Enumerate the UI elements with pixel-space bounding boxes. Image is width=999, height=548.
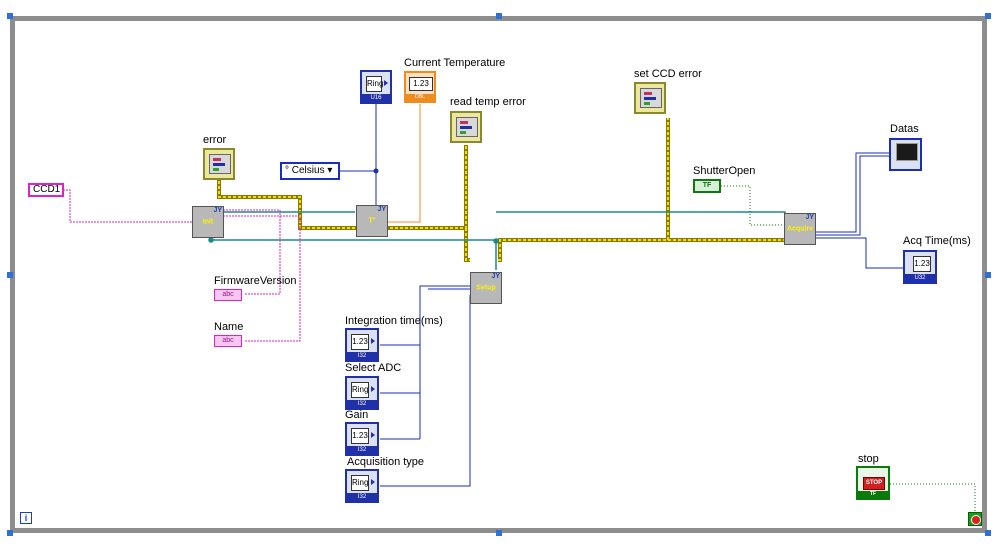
acquire-subvi[interactable]: JY Acquire <box>784 213 816 245</box>
resize-handle-top-right[interactable] <box>985 13 991 19</box>
jy-tag: JY <box>377 206 386 213</box>
select-adc-control[interactable]: Ring I32 <box>345 376 379 410</box>
jy-tag: JY <box>491 273 500 280</box>
firmware-version-label: FirmwareVersion <box>214 275 297 287</box>
error-label: error <box>203 134 227 146</box>
error-cluster-indicator[interactable] <box>203 148 235 180</box>
datas-label: Datas <box>890 123 919 135</box>
firmware-version-indicator[interactable]: abc <box>214 289 242 301</box>
numeric-wires <box>385 104 421 223</box>
gain-control[interactable]: 1.23 I32 <box>345 422 379 456</box>
ring-type-tag: U16 <box>362 94 390 102</box>
temperature-ring-control[interactable]: Ring U16 <box>360 70 392 104</box>
boolean-wires <box>721 185 976 512</box>
gain-type: I32 <box>347 446 377 454</box>
integration-time-control[interactable]: 1.23 I32 <box>345 328 379 362</box>
acquisition-type-type: I32 <box>347 493 377 501</box>
integration-time-face: 1.23 <box>351 334 369 350</box>
acquire-subvi-name: Acquire <box>786 225 814 233</box>
string-wires <box>63 189 301 342</box>
refnum-wires <box>208 211 786 270</box>
acq-time-face: 1.23 <box>913 256 931 272</box>
shutter-open-control[interactable]: TF <box>693 179 721 193</box>
resize-handle-mid-right[interactable] <box>985 272 991 278</box>
jy-tag: JY <box>213 207 222 214</box>
integration-time-arrow <box>371 338 375 344</box>
read-temp-error-indicator[interactable] <box>450 111 482 143</box>
datas-graph-indicator[interactable] <box>889 138 922 171</box>
error-cluster-wires <box>217 118 785 262</box>
resize-handle-bottom-left[interactable] <box>7 530 13 536</box>
init-subvi-name: Init <box>202 218 214 226</box>
set-ccd-error-label: set CCD error <box>634 68 702 80</box>
acq-time-label: Acq Time(ms) <box>903 235 971 247</box>
gain-arrow <box>371 432 375 438</box>
shutter-open-label: ShutterOpen <box>693 165 756 177</box>
current-temperature-type: DBL <box>406 94 434 101</box>
stop-button-control[interactable]: STOP TF <box>856 466 890 500</box>
acquisition-type-label: Acquisition type <box>347 456 425 468</box>
resize-handle-top-left[interactable] <box>7 13 13 19</box>
stop-label: stop <box>858 453 879 465</box>
setup-subvi-name: Setup <box>476 284 496 292</box>
temperature-subvi[interactable]: JY T° <box>356 205 388 237</box>
name-label: Name <box>214 321 244 333</box>
gain-label: Gain <box>345 409 369 421</box>
loop-condition-terminal[interactable] <box>968 512 982 526</box>
init-subvi[interactable]: JY Init <box>192 206 224 238</box>
acquisition-type-face: Ring <box>351 475 369 491</box>
ring-face: Ring <box>366 76 383 92</box>
set-ccd-error-indicator[interactable] <box>634 82 666 114</box>
ccd1-string-control[interactable]: CCD1 <box>28 183 64 197</box>
current-temperature-indicator[interactable]: 1.23 DBL <box>404 71 436 103</box>
stop-face: STOP <box>863 477 885 490</box>
resize-handle-bottom-mid[interactable] <box>496 530 502 536</box>
select-adc-type: I32 <box>347 400 377 408</box>
resize-handle-mid-left[interactable] <box>7 272 13 278</box>
select-adc-arrow <box>371 386 375 392</box>
acquisition-type-arrow <box>371 479 375 485</box>
setup-subvi[interactable]: JY Setup <box>470 272 502 304</box>
current-temperature-face: 1.23 <box>409 77 433 91</box>
jy-tag: JY <box>805 214 814 221</box>
control-wires <box>340 104 904 487</box>
select-adc-label: Select ADC <box>345 362 402 374</box>
graph-icon <box>896 143 918 161</box>
integration-time-type: I32 <box>347 352 377 360</box>
ring-arrow <box>384 80 388 86</box>
current-temperature-label: Current Temperature <box>404 57 506 69</box>
acq-time-indicator[interactable]: 1.23 U32 <box>903 250 937 284</box>
read-temp-error-label: read temp error <box>450 96 526 108</box>
gain-face: 1.23 <box>351 428 369 444</box>
temperature-subvi-name: T° <box>368 217 376 225</box>
iteration-terminal[interactable]: i <box>20 512 32 524</box>
celsius-enum-control[interactable]: ° Celsius ▾ <box>280 162 340 180</box>
acq-time-type: U32 <box>905 274 935 282</box>
name-indicator[interactable]: abc <box>214 335 242 347</box>
stop-type: TF <box>858 491 888 498</box>
acquisition-type-control[interactable]: Ring I32 <box>345 469 379 503</box>
integration-time-label: Integration time(ms) <box>345 315 443 327</box>
resize-handle-bottom-right[interactable] <box>985 530 991 536</box>
resize-handle-top-mid[interactable] <box>496 13 502 19</box>
stop-condition-icon <box>971 515 981 525</box>
select-adc-face: Ring <box>351 382 369 398</box>
